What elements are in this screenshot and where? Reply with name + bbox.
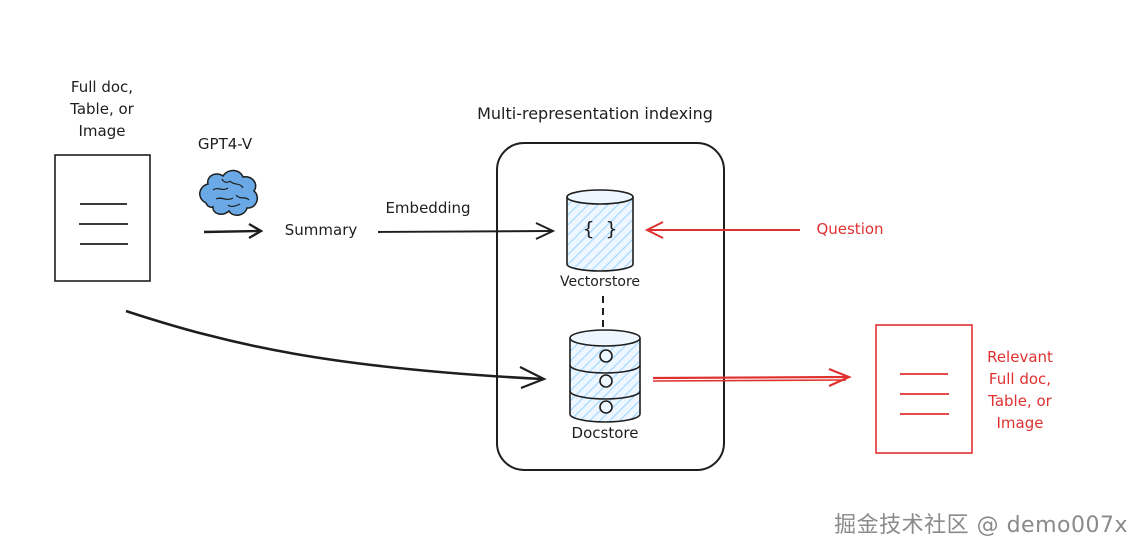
summary-label: Summary bbox=[284, 221, 358, 239]
result-label-line: Full doc, bbox=[988, 370, 1052, 388]
embedding-label: Embedding bbox=[385, 199, 471, 217]
result-label: Relevant Full doc, Table, or Image bbox=[970, 346, 1070, 434]
index-title: Multi-representation indexing bbox=[477, 104, 713, 123]
docstore-label: Docstore bbox=[571, 424, 639, 442]
vectorstore-label: Vectorstore bbox=[559, 274, 641, 290]
question-label: Question bbox=[816, 220, 884, 238]
watermark: 掘金技术社区 @ demo007x bbox=[834, 513, 1128, 538]
result-label-line: Table, or bbox=[988, 392, 1052, 410]
arrow-embedding bbox=[377, 222, 556, 240]
arrow-to-summary bbox=[203, 222, 264, 240]
source-label-line: Image bbox=[78, 122, 126, 140]
arrow-to-result bbox=[652, 367, 852, 388]
source-label-line: Table, or bbox=[70, 100, 134, 118]
brain-icon bbox=[199, 169, 258, 216]
model-label: GPT4-V bbox=[197, 135, 253, 153]
vectorstore-glyph: { } bbox=[582, 218, 618, 240]
result-label-line: Relevant bbox=[987, 348, 1053, 366]
index-container bbox=[496, 142, 725, 471]
result-label-line: Image bbox=[996, 414, 1044, 432]
source-document-icon bbox=[54, 154, 151, 282]
docstore-icon bbox=[569, 329, 641, 423]
source-label: Full doc, Table, or Image bbox=[52, 76, 152, 142]
arrow-question bbox=[644, 221, 800, 239]
result-document-icon bbox=[875, 324, 973, 454]
vectorstore-icon bbox=[566, 189, 634, 272]
source-label-line: Full doc, bbox=[70, 78, 134, 96]
arrow-to-docstore bbox=[125, 309, 547, 390]
